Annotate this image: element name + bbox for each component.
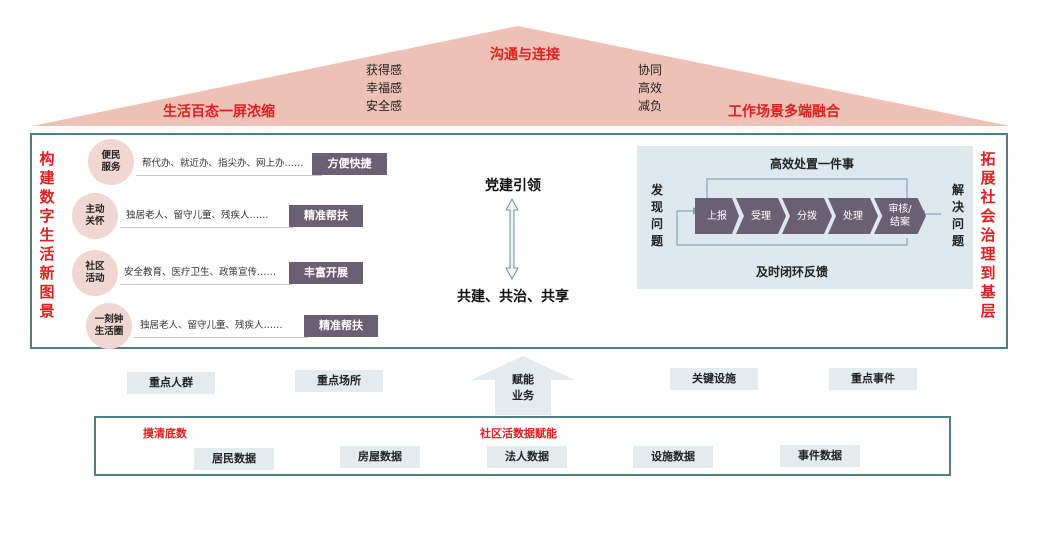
row-tag: 方便快捷	[312, 153, 387, 175]
row-tag: 丰富开展	[289, 262, 363, 284]
housing-data-box: 房屋数据	[340, 446, 420, 468]
right-vertical-title: 拓展社会治理到基层	[980, 150, 996, 320]
row-circle: 一刻钟 生活圈	[86, 303, 132, 349]
data-frame	[94, 416, 951, 476]
step-accept: 受理	[736, 198, 786, 234]
roof-right-stack-item: 减负	[637, 99, 662, 113]
row-circle: 便民 服务	[88, 139, 134, 185]
key-events-box: 重点事件	[829, 368, 917, 390]
roof-right-stack-item: 协同	[637, 63, 662, 77]
facility-data-box: 设施数据	[633, 446, 713, 468]
row-text: 独居老人、留守儿童、残疾人……	[120, 205, 294, 228]
empower-business-label: 赋能 业务	[512, 373, 534, 402]
discover-problem-label: 发现问题	[650, 183, 663, 248]
row-tag: 精准帮扶	[289, 205, 363, 227]
resident-data-box: 居民数据	[194, 448, 274, 470]
solve-problem-label: 解决问题	[951, 183, 964, 248]
party-leadership-label: 党建引领	[485, 178, 541, 194]
double-arrow-icon	[505, 198, 519, 280]
row-text: 帮代办、就近办、指尖办、网上办……	[136, 153, 322, 176]
roof-left-stack: 获得感 幸福感 安全感	[356, 61, 412, 115]
row-circle: 主动 关怀	[72, 193, 118, 239]
step-report: 上报	[695, 198, 739, 234]
data-center-label: 社区活数据赋能	[480, 427, 557, 440]
step-dispatch: 分拨	[782, 198, 832, 234]
data-left-label: 摸清底数	[143, 427, 187, 440]
row-circle: 社区 活动	[72, 250, 118, 296]
roof-title: 沟通与连接	[490, 47, 560, 63]
process-panel-title: 高效处置一件事	[769, 157, 854, 171]
co-governance-label: 共建、共治、共享	[457, 289, 569, 305]
roof-left-label: 生活百态一屏浓缩	[163, 104, 275, 120]
roof-right-stack: 协同 高效 减负	[626, 61, 674, 115]
row-text: 安全教育、医疗卫生、政策宣传……	[120, 262, 292, 285]
key-places-box: 重点场所	[295, 370, 383, 392]
step-handle: 处理	[828, 198, 878, 234]
empower-arrow-icon	[471, 356, 575, 415]
roof-right-label: 工作场景多端融合	[728, 104, 840, 120]
left-vertical-title: 构建数字生活新图景	[39, 150, 55, 320]
legal-entity-data-box: 法人数据	[487, 446, 567, 468]
row-tag: 精准帮扶	[304, 315, 378, 337]
key-facilities-box: 关键设施	[670, 368, 758, 390]
event-data-box: 事件数据	[780, 445, 860, 467]
step-review-close: 审核/ 结案	[874, 198, 926, 234]
key-population-box: 重点人群	[127, 372, 215, 394]
row-text: 独居老人、留守儿童、残疾人……	[134, 315, 308, 338]
roof-left-stack-item: 获得感	[365, 63, 402, 77]
roof-left-stack-item: 安全感	[365, 99, 402, 113]
roof	[32, 26, 1010, 126]
closed-loop-label: 及时闭环反馈	[755, 265, 828, 279]
roof-left-stack-item: 幸福感	[365, 81, 402, 95]
roof-right-stack-item: 高效	[637, 81, 662, 95]
